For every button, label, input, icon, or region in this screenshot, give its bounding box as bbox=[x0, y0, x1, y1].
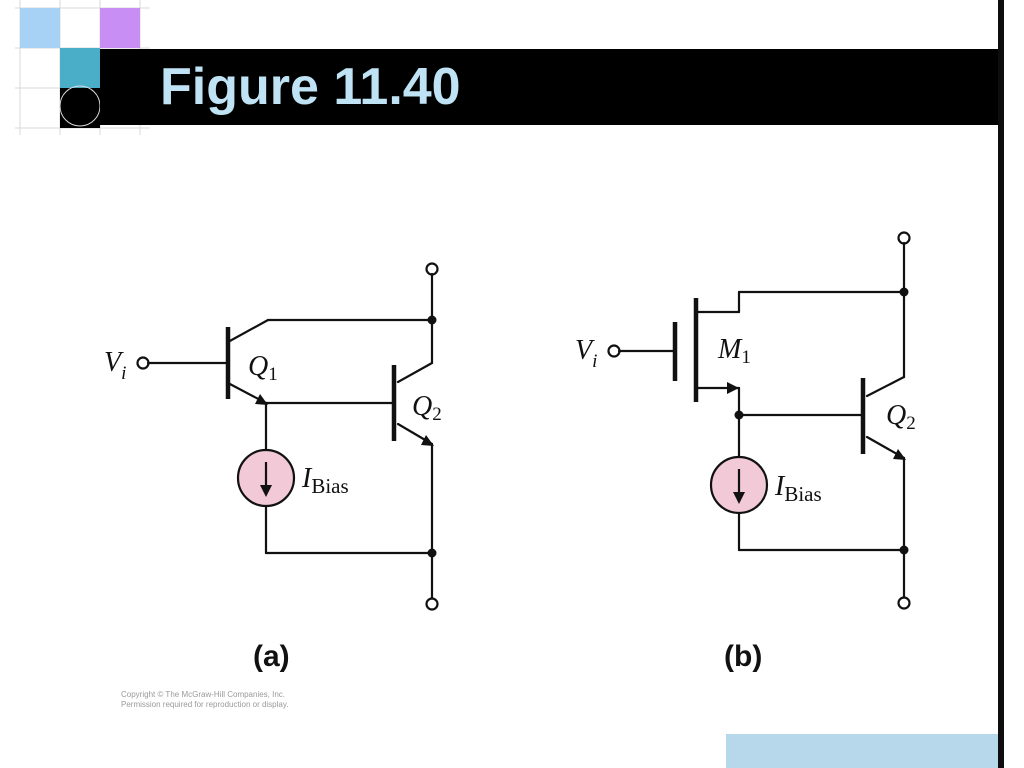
m1-source-arrow bbox=[727, 382, 739, 394]
copyright-notice: Copyright © The McGraw-Hill Companies, I… bbox=[121, 690, 288, 710]
label-ibias: IBias bbox=[301, 463, 349, 498]
q1-emitter-arrow bbox=[255, 394, 268, 405]
deco-light-blue-square bbox=[20, 8, 60, 48]
input-terminal bbox=[607, 344, 621, 358]
copyright-line-2: Permission required for reproduction or … bbox=[121, 700, 289, 709]
label-m1: M1 bbox=[717, 334, 751, 368]
title-bar bbox=[100, 49, 1000, 125]
label-vi: Vi bbox=[575, 335, 597, 372]
label-q2: Q2 bbox=[886, 400, 916, 434]
deco-black-square bbox=[60, 88, 100, 128]
q2-emitter-arrow bbox=[421, 435, 434, 446]
circuit-a: Vi Q1 Q2 IBias bbox=[104, 262, 442, 611]
q2-emitter-arrow bbox=[893, 449, 906, 460]
deco-teal-square bbox=[60, 48, 100, 88]
caption-a: (a) bbox=[253, 640, 290, 673]
bottom-accent-box bbox=[726, 734, 998, 768]
right-border bbox=[998, 0, 1004, 768]
corner-decoration bbox=[15, 0, 150, 135]
terminal-top bbox=[897, 231, 911, 245]
caption-b: (b) bbox=[724, 640, 763, 673]
circuit-b: Vi M1 Q2 IBias bbox=[575, 231, 916, 610]
label-ibias: IBias bbox=[774, 471, 822, 506]
copyright-line-1: Copyright © The McGraw-Hill Companies, I… bbox=[121, 690, 286, 699]
label-q2: Q2 bbox=[412, 391, 442, 425]
label-q1: Q1 bbox=[248, 351, 278, 385]
label-vi: Vi bbox=[104, 347, 126, 384]
page-title: Figure 11.40 bbox=[160, 58, 461, 116]
deco-purple-square bbox=[100, 8, 140, 48]
terminal-top bbox=[425, 262, 439, 276]
terminal-bottom bbox=[897, 596, 911, 610]
terminal-bottom bbox=[425, 597, 439, 611]
input-terminal bbox=[136, 356, 150, 370]
